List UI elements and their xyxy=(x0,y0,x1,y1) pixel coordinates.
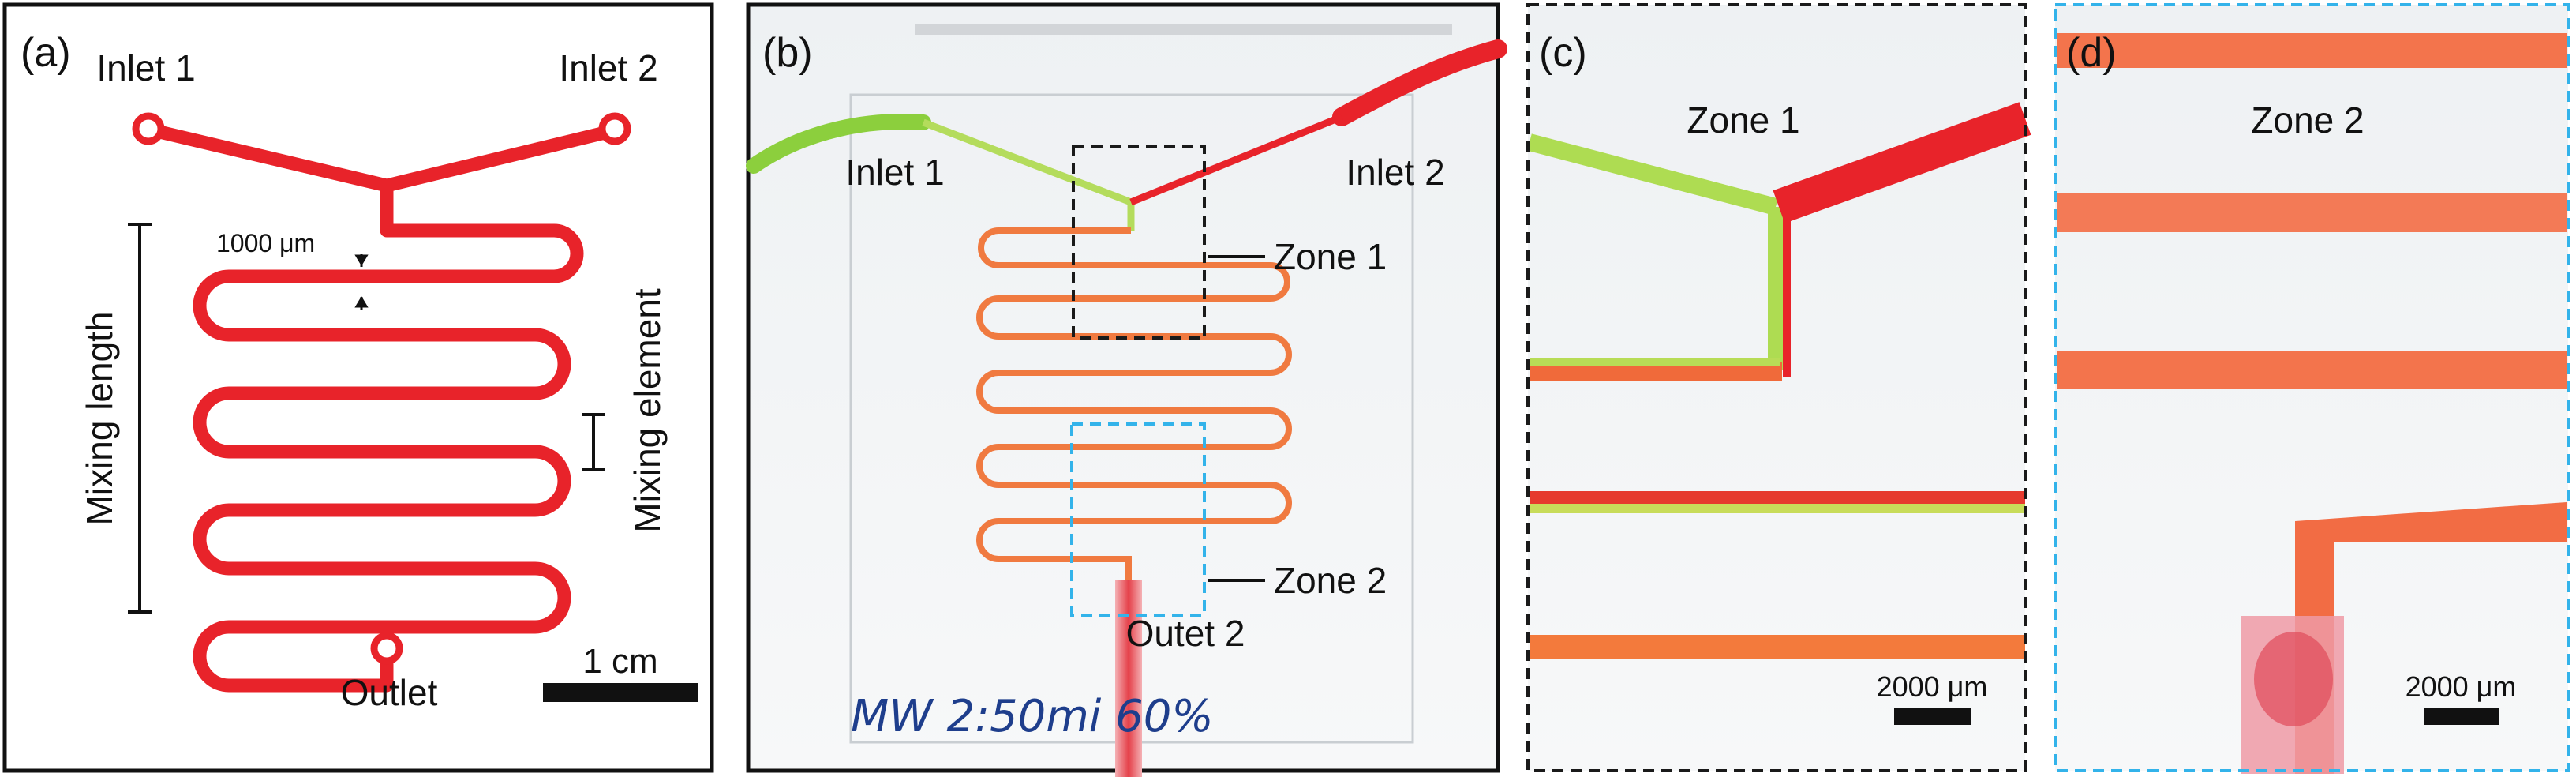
mixing-element-bracket xyxy=(582,413,605,471)
panel-d-tag: (d) xyxy=(2066,30,2117,76)
panel-c-zone-label: Zone 1 xyxy=(1687,99,1799,141)
inlet-1-label: Inlet 1 xyxy=(96,47,195,88)
zone-1-box xyxy=(1072,145,1206,340)
zone2-channel-2 xyxy=(2057,193,2567,232)
panel-c-tag: (c) xyxy=(1539,30,1587,76)
mixing-length-bracket xyxy=(128,223,152,614)
zone-2-box xyxy=(1070,422,1206,617)
inlet-2-channel xyxy=(1129,113,1343,206)
panel-c-frame xyxy=(1526,3,2027,772)
panel-d: (d) Zone 2 2000 μm xyxy=(2054,3,2570,774)
top-edge-shade xyxy=(915,24,1452,35)
inlet-2-label: Inlet 2 xyxy=(559,47,657,88)
scale-bar-1cm xyxy=(543,683,698,702)
handwritten-note: MW 2:50mi 60% xyxy=(851,691,1214,742)
channel-design xyxy=(155,124,614,693)
scale-bar-label-c: 2000 μm xyxy=(1877,670,1988,703)
panel-a: (a) Inlet 1 Inlet 2 Outlet 1000 μm Mixin… xyxy=(2,2,714,773)
zoom-channel-top-green xyxy=(1530,358,1780,366)
mixing-element-label: Mixing element xyxy=(627,288,668,533)
photo-inlet-2-label: Inlet 2 xyxy=(1346,152,1444,193)
mixing-length-label: Mixing length xyxy=(79,311,120,525)
scale-bar-d xyxy=(2424,708,2499,725)
zone2-outlet-tip xyxy=(2254,632,2333,726)
panel-d-zone-label: Zone 2 xyxy=(2251,99,2364,141)
channel-width-marker xyxy=(354,254,369,310)
serpentine-channel xyxy=(976,227,1292,600)
panel-b-tag: (b) xyxy=(762,30,813,76)
inlet-2-port xyxy=(598,112,631,145)
zoom-green-channel xyxy=(1527,133,1778,216)
panel-d-frame xyxy=(2054,3,2570,772)
channel-width-label: 1000 μm xyxy=(216,229,315,257)
zone2-channel-3 xyxy=(2057,351,2567,389)
outlet-port xyxy=(370,632,403,665)
photo-outlet-label: Outet 2 xyxy=(1126,613,1245,654)
inlet-2-tube xyxy=(1332,39,1507,126)
zoom-red-channel xyxy=(1773,102,2031,223)
zone-1-label: Zone 1 xyxy=(1274,236,1387,277)
scale-bar-c xyxy=(1894,708,1971,725)
zoom-channel-bottom xyxy=(1530,635,2025,659)
outlet-label: Outlet xyxy=(341,672,438,713)
panel-b: (b) Inlet 1 Inlet 2 Zone 1 Zone 2 Outet … xyxy=(746,2,1507,777)
scale-bar-label-1cm: 1 cm xyxy=(582,642,657,681)
zone2-channel-1 xyxy=(2057,33,2567,68)
panel-c: (c) Zone 1 2000 μm xyxy=(1526,3,2031,772)
photo-inlet-1-label: Inlet 1 xyxy=(845,152,944,193)
zoom-channel-middle-green xyxy=(1530,504,2025,513)
zone-2-label: Zone 2 xyxy=(1274,560,1387,601)
inlet-1-tube xyxy=(746,114,931,174)
outlet-tube xyxy=(1115,580,1142,777)
inlet-1-port xyxy=(132,112,165,145)
panel-a-tag: (a) xyxy=(21,30,71,76)
scale-bar-label-d: 2000 μm xyxy=(2406,670,2517,703)
